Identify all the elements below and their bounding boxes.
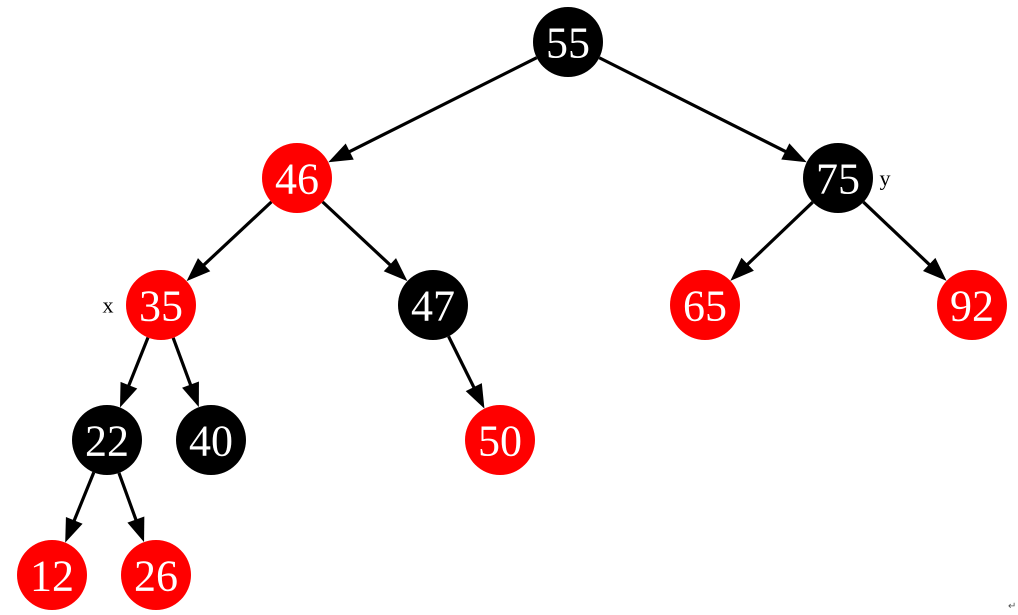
node-tag-y: y [880, 166, 891, 191]
edge-55-75 [598, 56, 788, 154]
node-value: 26 [134, 552, 178, 601]
node-circle-75 [803, 143, 873, 213]
edge-46-35 [201, 200, 273, 268]
node-circle-35 [126, 270, 196, 340]
node-value: 92 [950, 282, 994, 331]
node-tag-x: x [103, 293, 114, 318]
tree-node-12: 12 [17, 540, 87, 610]
node-circle-65 [670, 270, 740, 340]
edge-35-22 [126, 336, 150, 388]
tree-node-55: 55 [533, 7, 603, 77]
arrowhead-12 [65, 516, 83, 543]
edge-75-65 [745, 201, 814, 267]
tree-node-47: 47 [398, 270, 468, 340]
tree-node-40: 40 [176, 405, 246, 475]
node-value: 22 [85, 417, 129, 466]
node-circle-40 [176, 405, 246, 475]
arrowhead-46 [328, 143, 354, 163]
tree-node-92: 92 [937, 270, 1007, 340]
node-circle-55 [533, 7, 603, 77]
edge-75-92 [862, 200, 932, 267]
node-value: 65 [683, 282, 727, 331]
node-value: 75 [816, 155, 860, 204]
tree-node-22: 22 [72, 405, 142, 475]
arrowhead-26 [127, 516, 145, 543]
edge-46-47 [321, 200, 393, 268]
arrowhead-75 [781, 143, 807, 163]
node-circle-46 [262, 143, 332, 213]
arrowhead-47 [383, 258, 408, 282]
paragraph-mark-icon: ↵ [1008, 601, 1016, 612]
tree-node-75: 75 y [803, 143, 891, 213]
node-circle-22 [72, 405, 142, 475]
node-circle-50 [465, 405, 535, 475]
edge-22-26 [117, 472, 139, 522]
node-value: 40 [189, 417, 233, 466]
node-circle-12 [17, 540, 87, 610]
node-value: 12 [30, 552, 74, 601]
edge-55-46 [347, 56, 538, 154]
edges-layer [65, 56, 947, 543]
arrowhead-35 [186, 258, 211, 282]
arrowhead-50 [465, 383, 485, 409]
arrowhead-22 [119, 381, 138, 408]
tree-node-65: 65 [670, 270, 740, 340]
edge-47-50 [447, 335, 477, 390]
arrowhead-92 [922, 257, 947, 281]
nodes-layer: 55 46 75 y 35 x 47 65 92 22 40 50 12 26 [17, 7, 1007, 610]
arrowhead-40 [182, 381, 199, 408]
node-circle-26 [121, 540, 191, 610]
node-value: 50 [478, 417, 522, 466]
node-value: 35 [139, 282, 183, 331]
arrowhead-65 [730, 257, 754, 281]
node-circle-92 [937, 270, 1007, 340]
node-value: 47 [411, 282, 455, 331]
edge-35-40 [171, 337, 193, 388]
tree-node-35: 35 x [103, 270, 196, 340]
node-value: 55 [546, 19, 590, 68]
tree-node-50: 50 [465, 405, 535, 475]
edge-22-12 [72, 471, 96, 523]
tree-node-46: 46 [262, 143, 332, 213]
node-value: 46 [275, 155, 319, 204]
tree-node-26: 26 [121, 540, 191, 610]
node-circle-47 [398, 270, 468, 340]
